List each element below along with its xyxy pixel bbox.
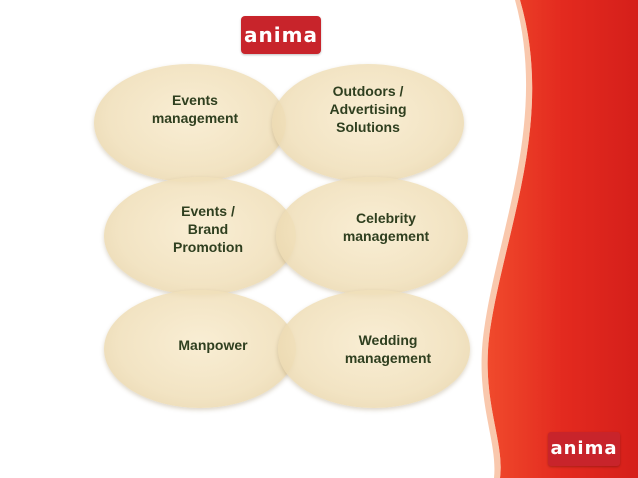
ellipse-events-brand-promotion: [104, 177, 296, 295]
ellipse-outdoors-advertising: [272, 64, 464, 182]
anima-logo-top: anima: [241, 16, 321, 54]
ellipse-celebrity-management: [276, 177, 468, 295]
ellipse-events-management: [94, 64, 286, 182]
label-events-management: Events management: [151, 92, 239, 126]
label-manpower: Manpower: [178, 337, 248, 353]
ellipse-wedding-management: [278, 290, 470, 408]
anima-logo-bottom: anima: [548, 432, 620, 466]
label-celebrity-management: Celebrity management: [342, 210, 430, 244]
label-wedding-management: Wedding management: [344, 332, 432, 366]
label-outdoors-advertising: Outdoors / Advertising Solutions: [329, 83, 407, 135]
label-events-brand-promotion: Events / Brand Promotion: [173, 203, 243, 255]
ellipse-manpower: [104, 290, 296, 408]
